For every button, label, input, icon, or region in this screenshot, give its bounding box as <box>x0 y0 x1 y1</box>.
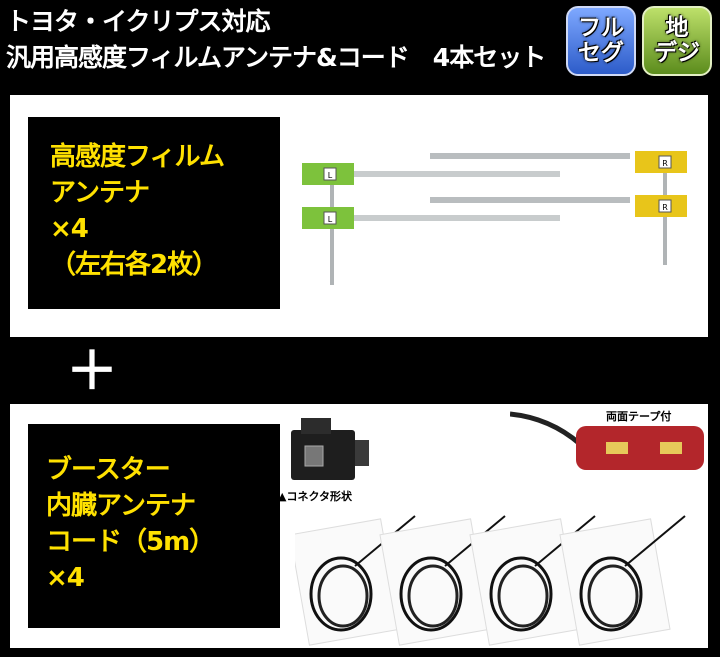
cord-label-line1: ブースター <box>46 455 171 485</box>
antenna-label-line2: アンテナ <box>50 178 150 208</box>
antenna-label-line3: ×4 <box>50 214 89 244</box>
tape-pad <box>660 442 682 454</box>
header-title-line1: トヨタ・イクリプス対応 <box>6 7 271 36</box>
chideji-badge-line1: 地 <box>665 15 689 41</box>
tape-pad <box>606 442 628 454</box>
cord-label-box: ブースター 内臓アンテナ コード（5m） ×4 <box>28 424 280 628</box>
antenna-strip <box>350 215 560 221</box>
connector-cable-end <box>355 440 369 466</box>
connector-socket <box>304 445 324 467</box>
booster-illustration <box>510 411 704 470</box>
tab-letter-r: R <box>662 159 668 168</box>
tab-letter-r: R <box>662 203 668 212</box>
cord-panel: ブースター 内臓アンテナ コード（5m） ×4 ▲コネクタ形状 両面テープ付 <box>10 404 708 648</box>
connector-caption: ▲コネクタ形状 <box>278 490 353 503</box>
chideji-badge: 地 デジ <box>642 6 712 76</box>
antenna-strip <box>430 153 630 159</box>
fullseg-badge-line1: フル <box>578 15 624 41</box>
coiled-cord <box>559 515 686 646</box>
tape-caption: 両面テープ付 <box>606 410 672 423</box>
antenna-panel: 高感度フィルム アンテナ ×4 （左右各2枚） L L R R <box>10 95 708 337</box>
tab-letter-l: L <box>328 171 333 180</box>
antenna-label-box: 高感度フィルム アンテナ ×4 （左右各2枚） <box>28 117 280 309</box>
connector-illustration <box>291 418 369 480</box>
coiled-cords-illustration <box>295 515 686 646</box>
cord-label-line3: コード（5m） <box>46 527 215 557</box>
film-antenna-illustration: L L R R <box>302 151 687 285</box>
connector-pad <box>658 155 672 169</box>
header-title-line2: 汎用高感度フィルムアンテナ&コード 4本セット <box>6 43 546 72</box>
cord-label-line4: ×4 <box>46 563 85 593</box>
chideji-badge-line2: デジ <box>654 40 700 66</box>
antenna-label-line1: 高感度フィルム <box>50 142 225 172</box>
antenna-strip <box>350 171 560 177</box>
connector-pad <box>323 167 337 181</box>
booster-cable <box>510 411 582 446</box>
fullseg-badge-line2: セグ <box>578 40 624 66</box>
plus-sign: ＋ <box>66 342 119 402</box>
connector-latch <box>301 418 331 434</box>
fullseg-badge: フル セグ <box>566 6 636 76</box>
cord-label-line2: 内臓アンテナ <box>46 491 196 521</box>
tab-letter-l: L <box>328 215 333 224</box>
coiled-cord <box>469 515 596 646</box>
antenna-strip <box>430 197 630 203</box>
connector-pad <box>323 211 337 225</box>
booster-body <box>576 426 704 470</box>
antenna-label-line4: （左右各2枚） <box>50 250 218 280</box>
connector-pad <box>658 199 672 213</box>
